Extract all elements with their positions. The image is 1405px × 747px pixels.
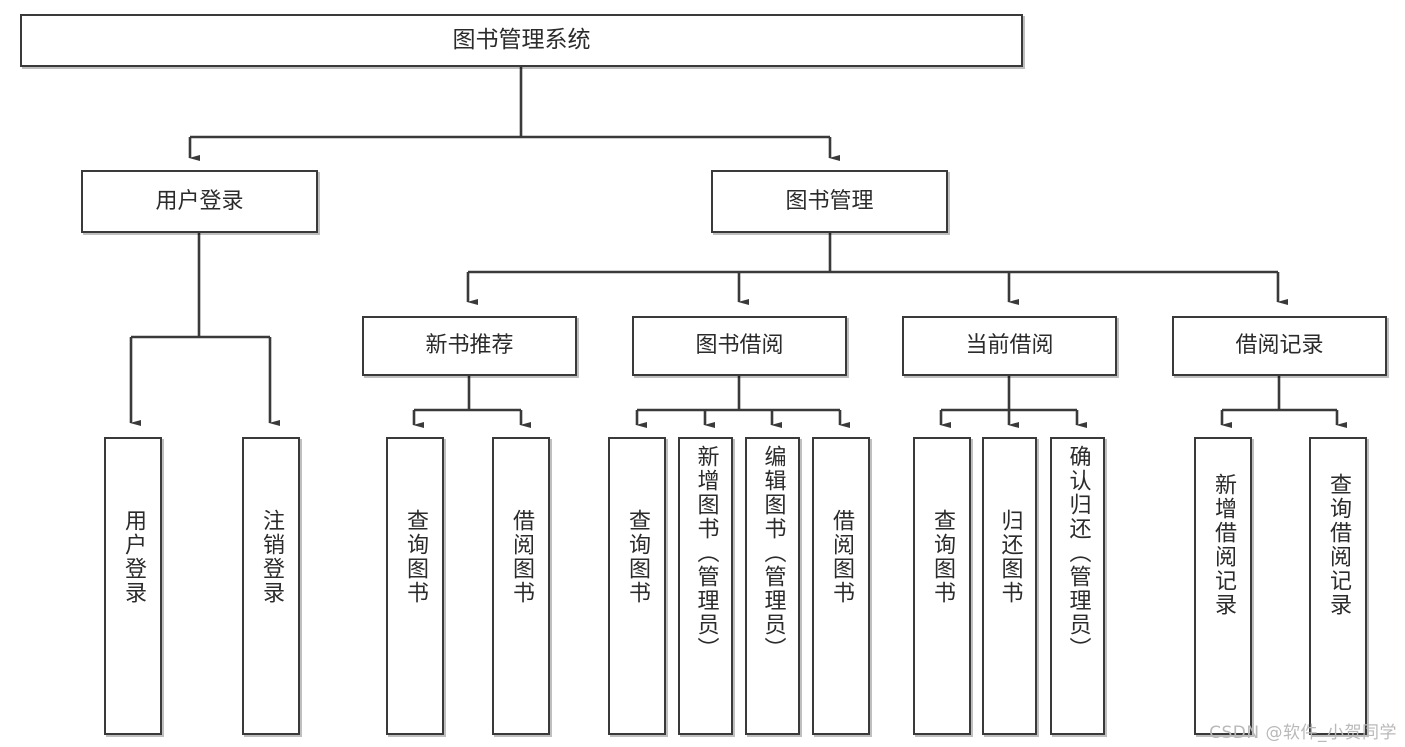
node-book-management[interactable]: 图书管理 [711, 170, 948, 233]
node-root-system[interactable]: 图书管理系统 [20, 14, 1023, 67]
leaf-search-borrow-record[interactable]: 查询借阅记录 [1309, 437, 1367, 735]
node-book-borrow[interactable]: 图书借阅 [632, 316, 847, 376]
node-label: 查询图书 [402, 509, 428, 605]
node-label: 用户登录 [120, 509, 146, 605]
node-label: 当前借阅 [965, 333, 1054, 359]
leaf-add-borrow-record[interactable]: 新增借阅记录 [1194, 437, 1252, 735]
leaf-confirm-return-admin[interactable]: 确认归还（管理员） [1050, 437, 1105, 735]
node-current-borrow[interactable]: 当前借阅 [902, 316, 1117, 376]
leaf-search-book-borrow[interactable]: 查询图书 [608, 437, 666, 735]
node-label: 图书管理 [785, 188, 874, 214]
node-label: 新书推荐 [425, 333, 514, 359]
node-label: 图书管理系统 [452, 26, 591, 53]
leaf-add-book-admin[interactable]: 新增图书（管理员） [678, 437, 733, 735]
node-label: 新增图书（管理员） [693, 445, 719, 661]
node-user-login[interactable]: 用户登录 [81, 170, 318, 233]
node-label: 借阅图书 [508, 509, 534, 605]
node-label: 用户登录 [155, 188, 244, 214]
node-label: 注销登录 [258, 509, 284, 605]
leaf-borrow-book[interactable]: 借阅图书 [812, 437, 870, 735]
leaf-user-logout[interactable]: 注销登录 [242, 437, 300, 735]
node-label: 归还图书 [997, 509, 1023, 605]
node-label: 查询借阅记录 [1325, 473, 1351, 617]
node-label: 查询图书 [929, 509, 955, 605]
node-borrow-record[interactable]: 借阅记录 [1172, 316, 1387, 376]
leaf-edit-book-admin[interactable]: 编辑图书（管理员） [745, 437, 800, 735]
node-label: 新增借阅记录 [1210, 473, 1236, 617]
node-new-book-recommend[interactable]: 新书推荐 [362, 316, 577, 376]
leaf-search-book-current[interactable]: 查询图书 [913, 437, 971, 735]
node-label: 图书借阅 [695, 333, 784, 359]
node-label: 借阅记录 [1235, 333, 1324, 359]
node-label: 查询图书 [624, 509, 650, 605]
node-label: 编辑图书（管理员） [760, 445, 786, 661]
node-label: 确认归还（管理员） [1065, 445, 1091, 661]
leaf-return-book[interactable]: 归还图书 [982, 437, 1037, 735]
watermark-text: CSDN @软件_小贺同学 [1209, 723, 1397, 743]
node-label: 借阅图书 [828, 509, 854, 605]
leaf-user-login[interactable]: 用户登录 [104, 437, 162, 735]
leaf-search-book-recommend[interactable]: 查询图书 [386, 437, 444, 735]
leaf-borrow-book-recommend[interactable]: 借阅图书 [492, 437, 550, 735]
